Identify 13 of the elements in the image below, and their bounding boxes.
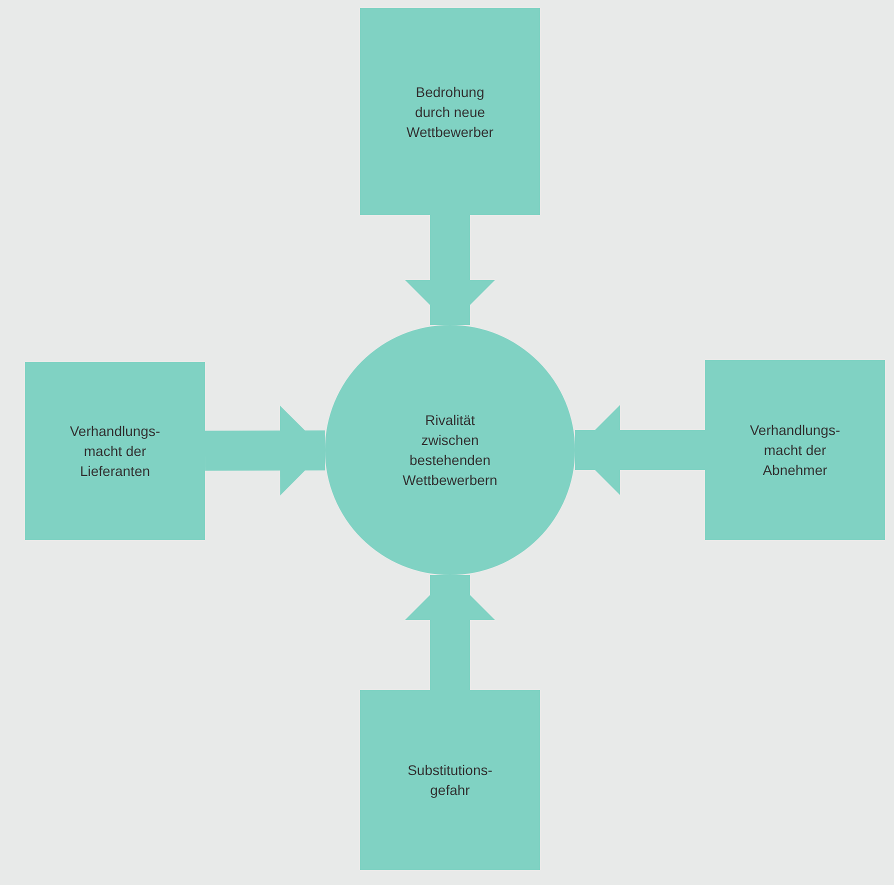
node-label: Verhandlungs-macht der Lieferanten	[68, 422, 162, 481]
block-arrow	[405, 215, 495, 325]
block-arrow	[405, 575, 495, 690]
node-label: Substitutions-gefahr	[406, 761, 494, 800]
force-box	[25, 362, 205, 540]
node-label: Rivalität zwischen bestehenden Wettbewerbern	[402, 411, 498, 490]
block-arrow	[575, 405, 705, 495]
force-box	[360, 8, 540, 215]
node-label: Bedrohung durch neue Wettbewerber	[406, 82, 494, 142]
node-label: Verhandlungs-macht der Abnehmer	[748, 421, 842, 480]
force-box	[705, 360, 885, 540]
block-arrow	[204, 406, 325, 496]
force-box	[360, 690, 540, 870]
